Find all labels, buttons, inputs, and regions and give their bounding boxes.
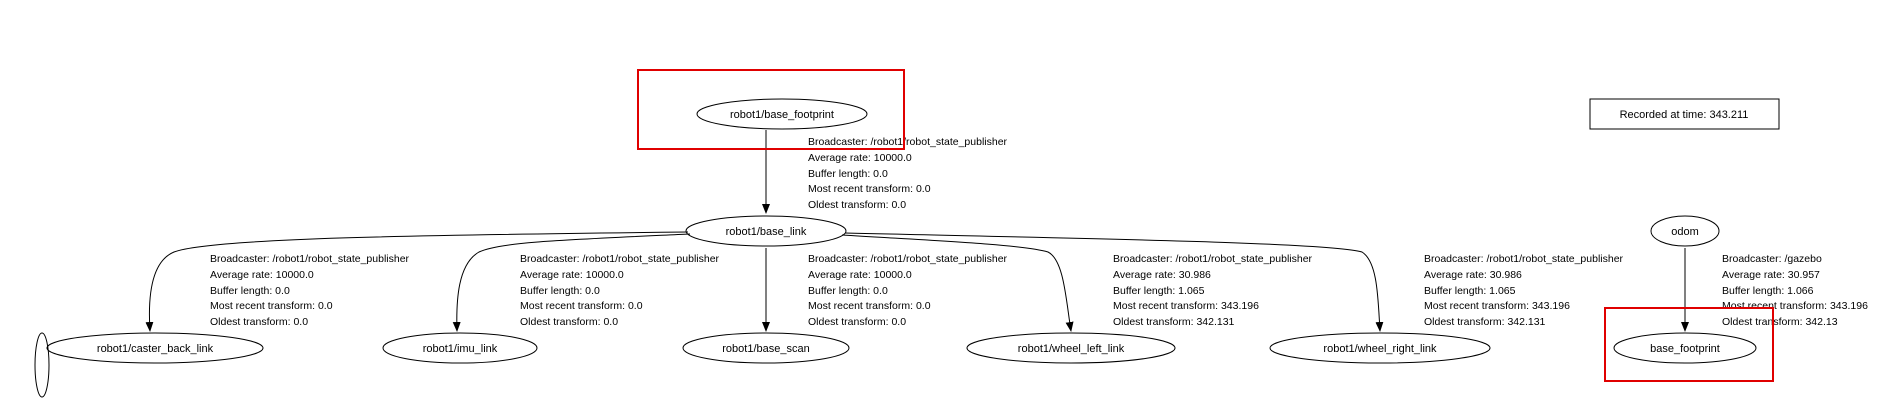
edge-broadcaster: Broadcaster: /robot1/robot_state_publish… — [808, 136, 1008, 148]
node-label: robot1/wheel_left_link — [1018, 343, 1125, 355]
edge-base-link-to-wheel-left-link — [841, 234, 1074, 332]
edge-oldest: Oldest transform: 342.13 — [1722, 316, 1838, 328]
edge-rate: Average rate: 30.986 — [1113, 269, 1211, 281]
node-label: robot1/caster_back_link — [97, 343, 214, 355]
edge-buffer: Buffer length: 1.066 — [1722, 285, 1814, 297]
edge-rate: Average rate: 30.986 — [1424, 269, 1522, 281]
edge-oldest: Oldest transform: 0.0 — [520, 316, 618, 328]
edge-broadcaster: Broadcaster: /gazebo — [1722, 253, 1822, 265]
edge-rate: Average rate: 10000.0 — [808, 152, 912, 164]
edge-base-link-to-imu-link — [452, 233, 691, 332]
highlight-robot1-base-footprint — [637, 69, 905, 150]
edge-base-link-to-wheel-right-link — [844, 232, 1384, 332]
edge-rate: Average rate: 10000.0 — [210, 269, 314, 281]
node-robot1-wheel-left-link[interactable]: robot1/wheel_left_link — [966, 332, 1176, 364]
node-robot1-imu-link[interactable]: robot1/imu_link — [382, 332, 538, 364]
edge-labels: Broadcaster: /robot1/robot_state_publish… — [210, 136, 1868, 328]
edge-buffer: Buffer length: 1.065 — [1424, 285, 1516, 297]
edge-label-base-link-to-caster-back-link: Broadcaster: /robot1/robot_state_publish… — [210, 253, 410, 328]
edge-recent: Most recent transform: 343.196 — [1424, 300, 1570, 312]
node-label: robot1/imu_link — [423, 343, 498, 355]
node-robot1-base-link[interactable]: robot1/base_link — [685, 215, 847, 247]
node-robot1-caster-back-link[interactable]: robot1/caster_back_link — [46, 332, 264, 364]
edge-buffer: Buffer length: 0.0 — [210, 285, 290, 297]
node-label: base_footprint — [1650, 343, 1720, 355]
edge-base-link-to-caster-back-link — [145, 231, 689, 332]
recorded-time-box: Recorded at time: 343.211 — [1589, 98, 1780, 130]
edge-label-base-link-to-imu-link: Broadcaster: /robot1/robot_state_publish… — [520, 253, 720, 328]
edge-recent: Most recent transform: 0.0 — [210, 300, 333, 312]
edge-oldest: Oldest transform: 0.0 — [808, 199, 906, 211]
edge-label-base-link-to-wheel-left-link: Broadcaster: /robot1/robot_state_publish… — [1113, 253, 1313, 328]
edge-recent: Most recent transform: 343.196 — [1722, 300, 1868, 312]
edge-broadcaster: Broadcaster: /robot1/robot_state_publish… — [520, 253, 720, 265]
recorded-time-label: Recorded at time: 343.211 — [1620, 109, 1749, 121]
edge-recent: Most recent transform: 0.0 — [808, 183, 931, 195]
edge-label-base-link-to-base-scan: Broadcaster: /robot1/robot_state_publish… — [808, 253, 1008, 328]
node-robot1-base-scan[interactable]: robot1/base_scan — [682, 332, 850, 364]
edge-buffer: Buffer length: 1.065 — [1113, 285, 1205, 297]
edge-label-odom-to-base-footprint: Broadcaster: /gazebo Average rate: 30.95… — [1722, 253, 1868, 328]
edge-rate: Average rate: 10000.0 — [520, 269, 624, 281]
node-label: odom — [1671, 226, 1699, 238]
edge-recent: Most recent transform: 343.196 — [1113, 300, 1259, 312]
partial-node-shape — [34, 332, 50, 398]
node-base-footprint[interactable]: base_footprint — [1613, 332, 1757, 364]
node-robot1-wheel-right-link[interactable]: robot1/wheel_right_link — [1269, 332, 1491, 364]
edge-buffer: Buffer length: 0.0 — [808, 285, 888, 297]
highlight-base-footprint — [1604, 307, 1774, 382]
edge-recent: Most recent transform: 0.0 — [808, 300, 931, 312]
node-robot1-base-footprint[interactable]: robot1/base_footprint — [696, 98, 868, 130]
edge-oldest: Oldest transform: 342.131 — [1424, 316, 1546, 328]
node-label: robot1/base_link — [726, 226, 807, 238]
edge-broadcaster: Broadcaster: /robot1/robot_state_publish… — [1424, 253, 1624, 265]
edge-broadcaster: Broadcaster: /robot1/robot_state_publish… — [210, 253, 410, 265]
edge-oldest: Oldest transform: 342.131 — [1113, 316, 1235, 328]
edge-buffer: Buffer length: 0.0 — [520, 285, 600, 297]
edge-broadcaster: Broadcaster: /robot1/robot_state_publish… — [808, 253, 1008, 265]
edge-broadcaster: Broadcaster: /robot1/robot_state_publish… — [1113, 253, 1313, 265]
edge-rate: Average rate: 30.957 — [1722, 269, 1820, 281]
node-label: robot1/base_scan — [722, 343, 809, 355]
edge-recent: Most recent transform: 0.0 — [520, 300, 643, 312]
edge-oldest: Oldest transform: 0.0 — [808, 316, 906, 328]
edge-label-base-link-to-wheel-right-link: Broadcaster: /robot1/robot_state_publish… — [1424, 253, 1624, 328]
node-odom[interactable]: odom — [1650, 215, 1720, 247]
edge-oldest: Oldest transform: 0.0 — [210, 316, 308, 328]
nodes: robot1/base_footprint robot1/base_link r… — [34, 98, 1757, 398]
highlights — [637, 69, 1774, 382]
edge-label-base-footprint-to-base-link: Broadcaster: /robot1/robot_state_publish… — [808, 136, 1008, 211]
edge-rate: Average rate: 10000.0 — [808, 269, 912, 281]
edges — [145, 130, 1689, 332]
node-label: robot1/wheel_right_link — [1323, 343, 1437, 355]
node-label: robot1/base_footprint — [730, 109, 834, 121]
edge-buffer: Buffer length: 0.0 — [808, 168, 888, 180]
